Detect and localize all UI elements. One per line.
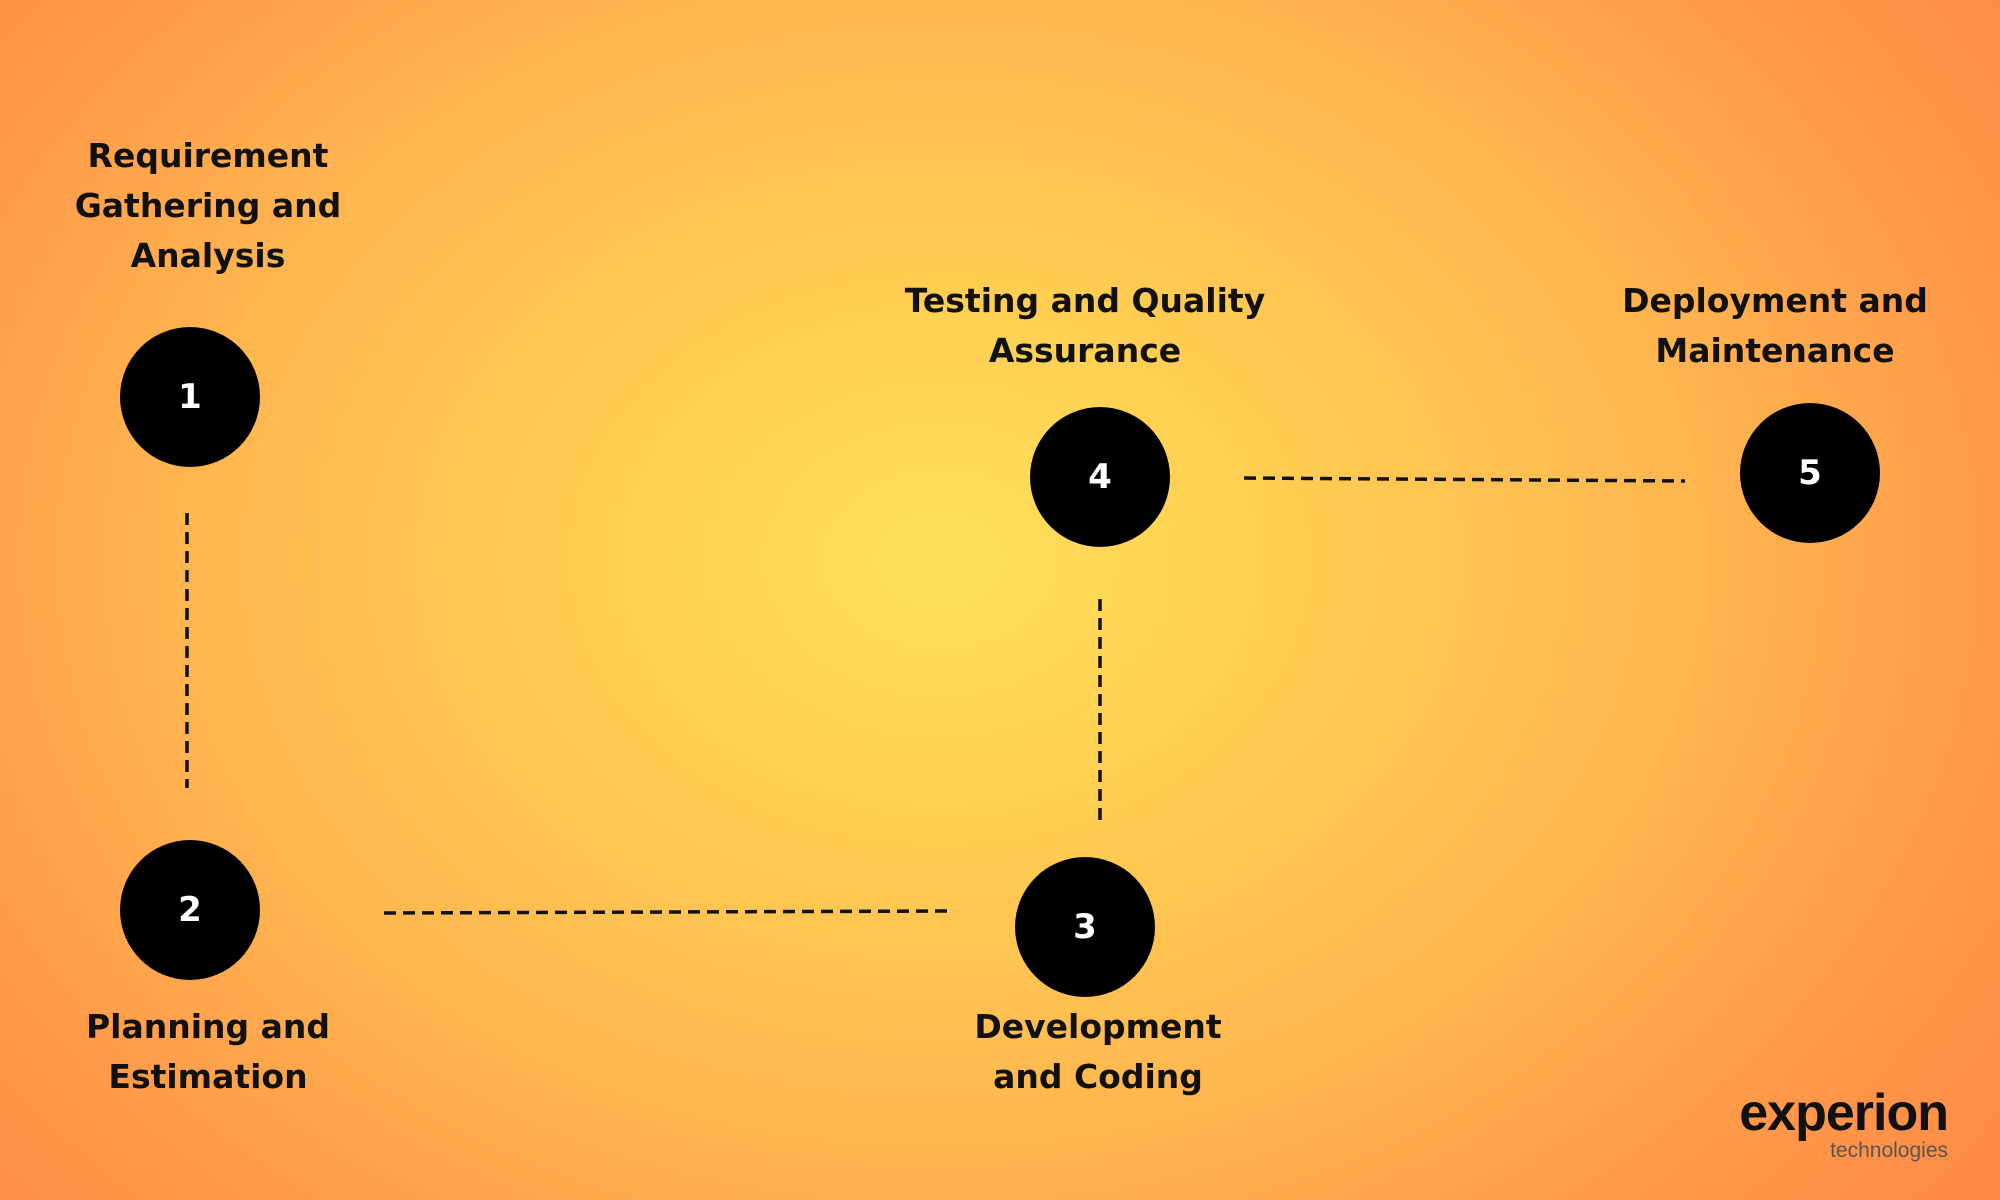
step-3-label-line-1: Development: [974, 1007, 1222, 1046]
step-2-label: Planning and Estimation: [58, 1002, 358, 1102]
connector-2-3: [383, 909, 953, 915]
step-3-number: 3: [1073, 907, 1097, 947]
step-4-number: 4: [1088, 457, 1112, 497]
step-5-label-line-2: Maintenance: [1655, 331, 1895, 370]
step-4-label-line-2: Assurance: [988, 331, 1182, 370]
logo-name: experion: [1739, 1084, 1949, 1142]
step-4-label: Testing and Quality Assurance: [885, 276, 1285, 376]
step-5-label-line-1: Deployment and: [1622, 281, 1928, 320]
step-1-label-line-3: Analysis: [130, 236, 286, 275]
experion-logo: experion technologies: [1738, 1084, 1949, 1161]
step-3-label-line-2: and Coding: [993, 1057, 1203, 1096]
connector-4-5: [1243, 476, 1686, 483]
step-1-label-line-1: Requirement: [87, 136, 329, 175]
step-3-node: 3: [1015, 857, 1155, 997]
step-3-label: Development and Coding: [938, 1002, 1258, 1102]
logo-tagline: technologies: [1830, 1139, 1948, 1162]
step-5-number: 5: [1798, 453, 1822, 493]
step-2-label-line-2: Estimation: [108, 1057, 308, 1096]
step-1-label-line-2: Gathering and: [74, 186, 342, 225]
step-5-label: Deployment and Maintenance: [1585, 276, 1965, 376]
step-1-label: Requirement Gathering and Analysis: [58, 131, 358, 281]
step-2-number: 2: [178, 890, 202, 930]
step-1-number: 1: [178, 377, 202, 417]
step-4-node: 4: [1030, 407, 1170, 547]
step-2-node: 2: [120, 840, 260, 980]
step-1-node: 1: [120, 327, 260, 467]
step-5-node: 5: [1740, 403, 1880, 543]
step-4-label-line-1: Testing and Quality: [904, 281, 1266, 320]
step-2-label-line-1: Planning and: [85, 1007, 331, 1046]
